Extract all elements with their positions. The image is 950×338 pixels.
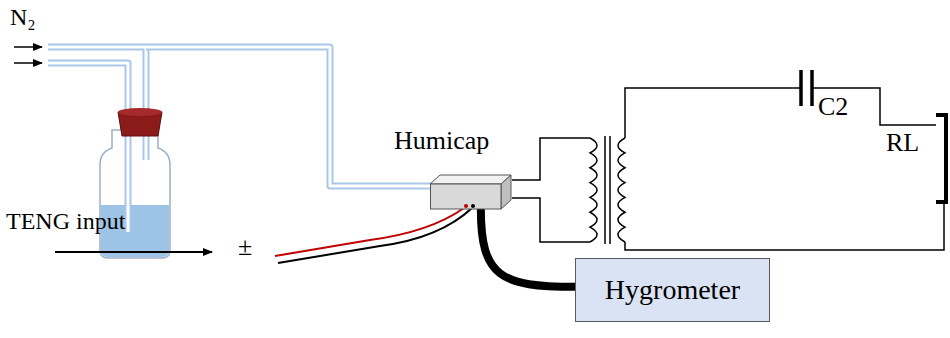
node-label: Hygrometer: [605, 274, 740, 306]
polarity-mark: ±: [238, 232, 252, 262]
secondary-wire: [625, 202, 944, 250]
node-heading: Humicap: [394, 126, 489, 156]
gas-tube: [48, 47, 432, 232]
stopper-top: [118, 108, 162, 116]
transformer-core: [609, 136, 611, 244]
transformer: [590, 138, 625, 242]
coil-winding: [618, 138, 625, 242]
flow-arrow: [14, 46, 42, 48]
instrument-box: Hygrometer: [575, 258, 770, 322]
black-wire: [278, 208, 472, 263]
coil-winding: [590, 138, 597, 242]
box-outline: [430, 174, 512, 210]
component-label: C2: [818, 92, 848, 122]
wash-bottle: [100, 130, 170, 258]
sensor-box: Humicap: [430, 174, 512, 210]
input-label: TENG input: [6, 208, 125, 235]
resistor-symbol: [936, 115, 946, 202]
input-arrow: [55, 251, 212, 253]
flow-arrow: [14, 62, 42, 64]
transformer-core: [604, 136, 606, 244]
sensor-cable: [481, 209, 575, 287]
secondary-wire: [813, 88, 936, 125]
component-label: RL: [886, 128, 919, 158]
gas-label: N₂: [10, 4, 36, 31]
secondary-wire: [625, 88, 800, 138]
primary-wire: [512, 198, 590, 242]
capacitor-plate: [799, 70, 803, 106]
primary-wire: [512, 138, 590, 180]
